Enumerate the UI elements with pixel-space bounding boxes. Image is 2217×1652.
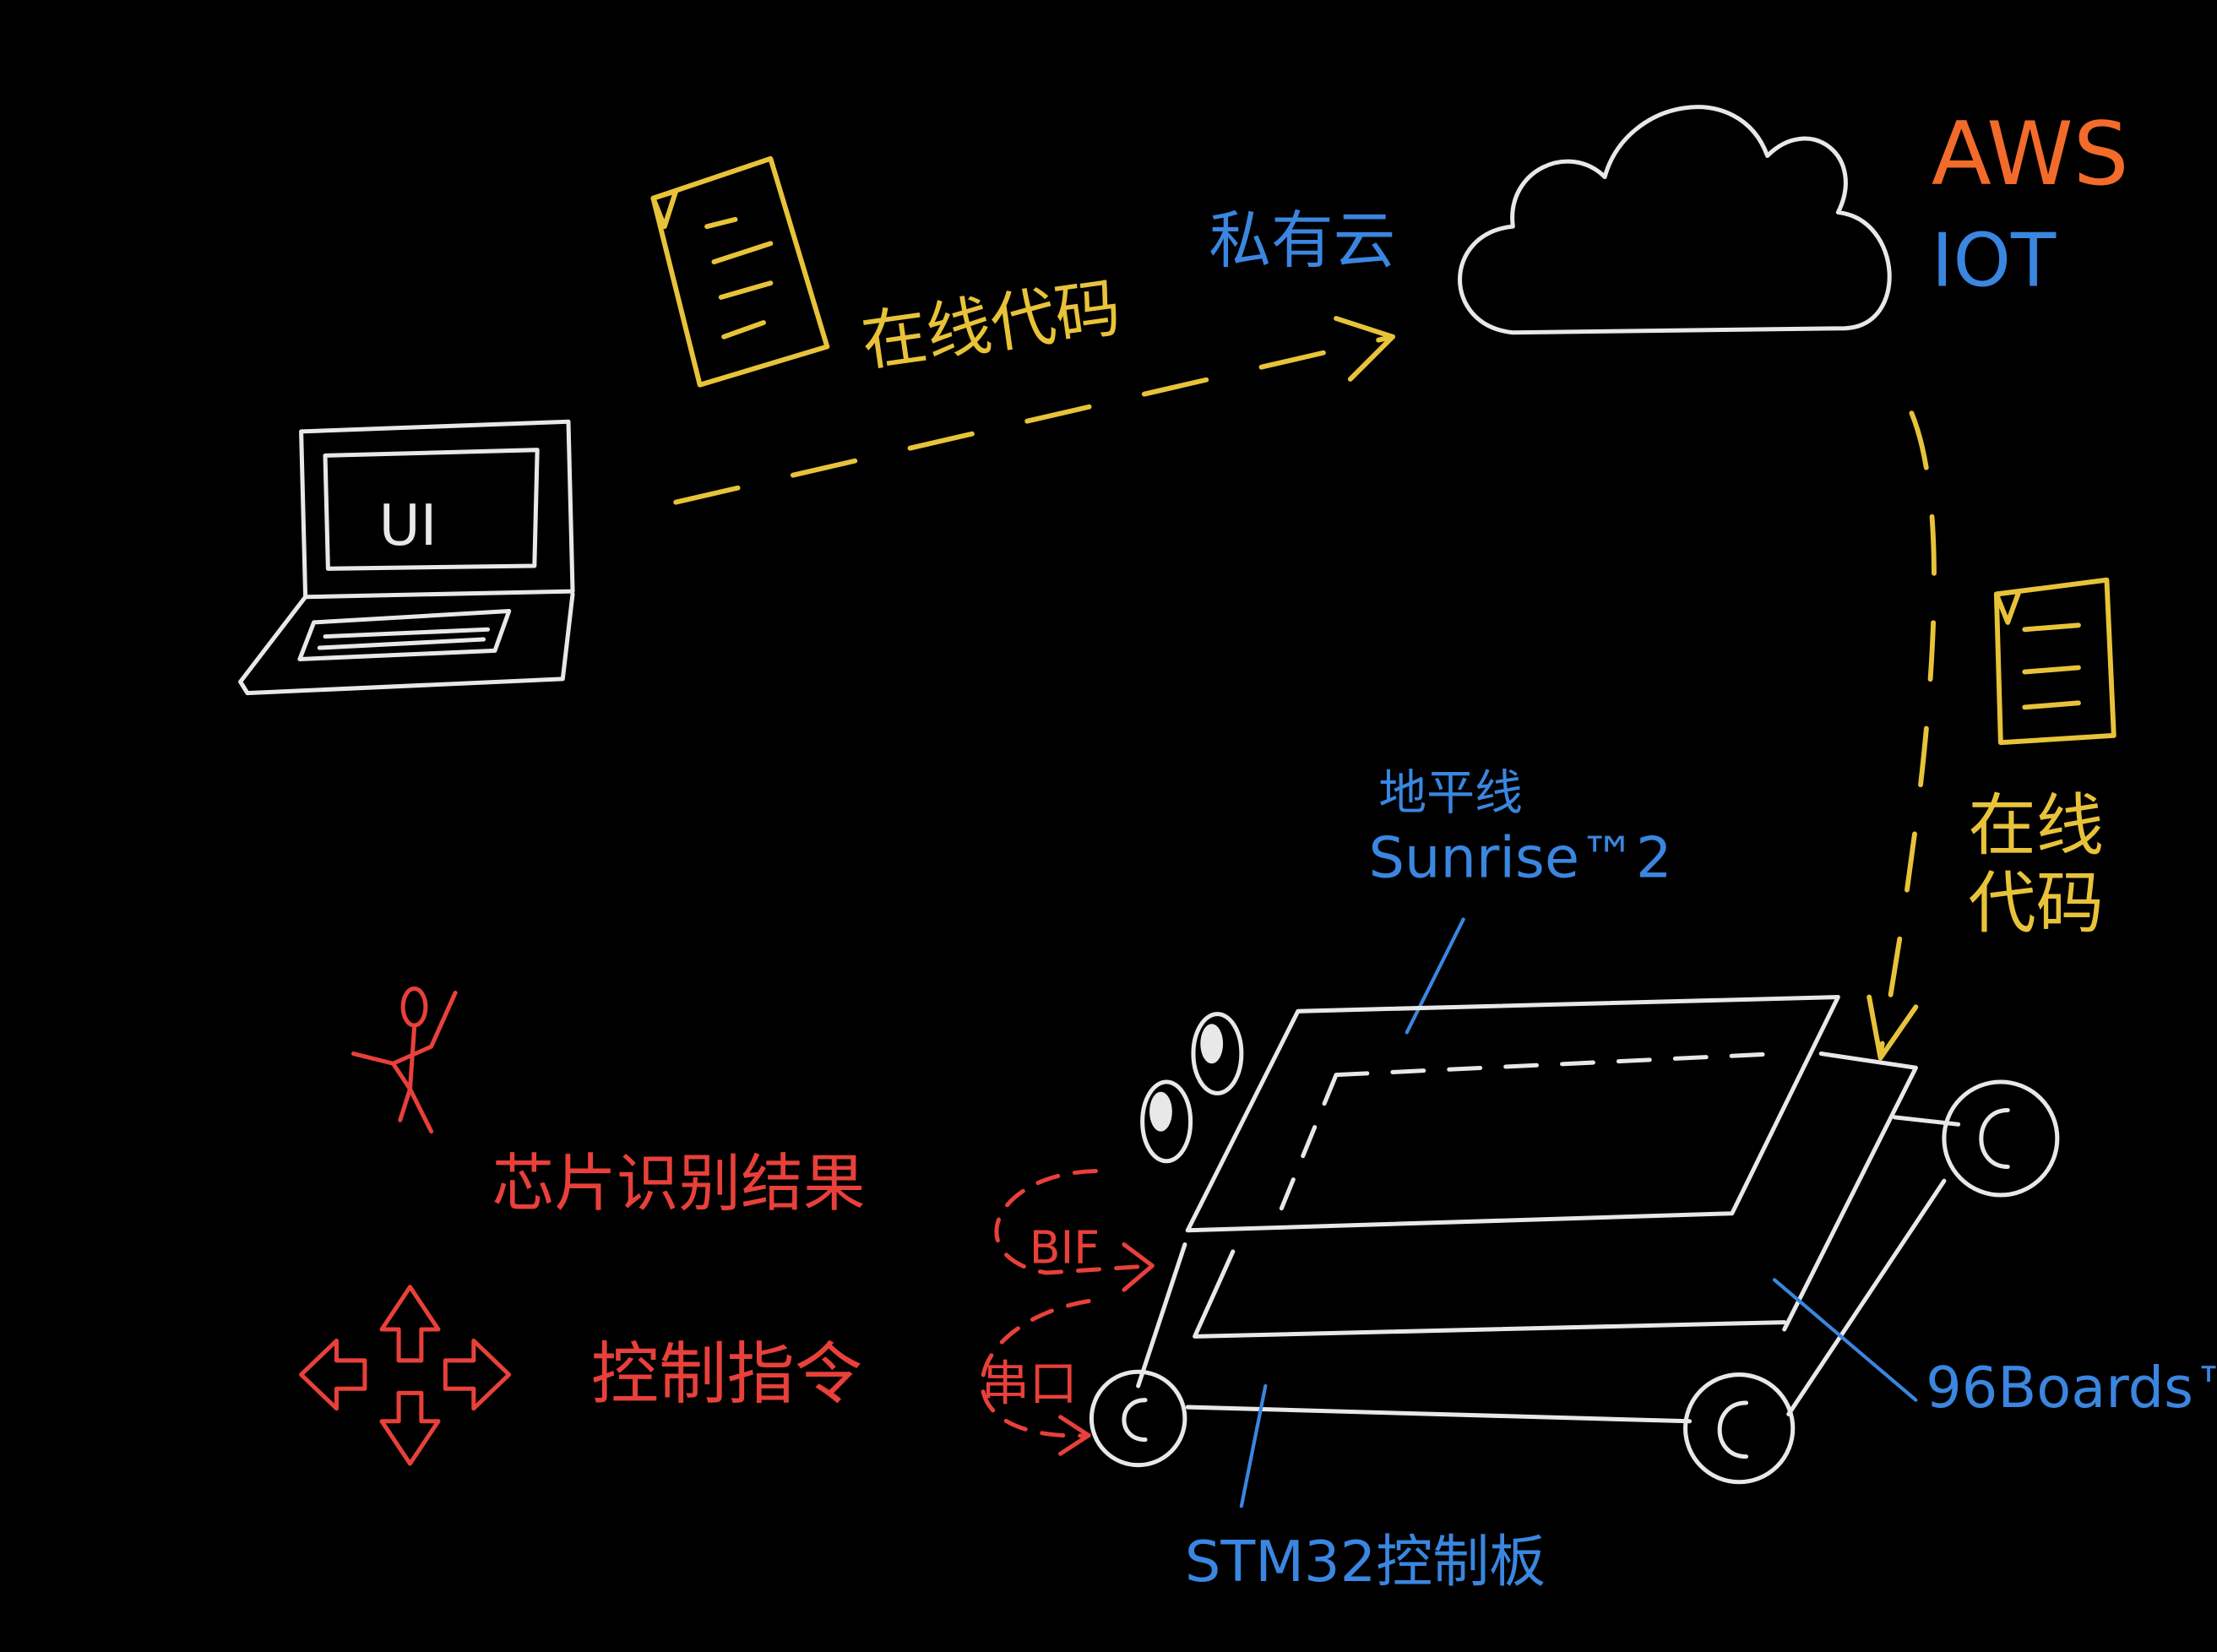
stm32-label: STM32控制板 — [1185, 1529, 1546, 1595]
96boards-label: 96Boards™ — [1926, 1355, 2217, 1421]
laptop-icon: UI — [238, 419, 575, 696]
aws-label: AWS — [1932, 104, 2129, 205]
control-command-label: 控制指令 — [591, 1334, 862, 1413]
arrowhead-icon — [1334, 316, 1395, 382]
dashed-arrow-laptop-to-cloud — [673, 334, 1395, 505]
online-code-label-right-2: 代码 — [1968, 863, 2104, 943]
horizon-label: 地平线 — [1378, 765, 1523, 821]
direction-arrows-icon — [299, 1285, 512, 1466]
chip-result-label: 芯片识别结果 — [492, 1149, 866, 1220]
cloud-icon — [1458, 105, 1892, 335]
private-cloud-label: 私有云 — [1209, 205, 1395, 277]
person-icon — [351, 986, 458, 1134]
code-document-icon — [1993, 577, 2116, 746]
robot-car-icon — [1089, 995, 2060, 1485]
laptop-screen-label: UI — [379, 492, 437, 558]
sunrise-leader-line — [1405, 917, 1465, 1035]
sunrise-label: Sunrise™2 — [1369, 824, 1672, 890]
arrowhead-icon — [1867, 994, 1919, 1061]
iot-label: IOT — [1932, 217, 2057, 303]
96boards-leader-line — [1772, 1278, 1918, 1402]
dashed-arrow-cloud-to-board — [1877, 410, 1937, 1057]
bif-dashed-arrow — [994, 1168, 1155, 1275]
online-code-label-right-1: 在线 — [1968, 785, 2104, 865]
serial-dashed-arrow — [980, 1298, 1091, 1438]
online-code-label-top: 在线代码 — [857, 270, 1125, 381]
stm32-leader-line — [1239, 1383, 1268, 1508]
bif-label: BIF — [1030, 1220, 1100, 1274]
code-document-icon — [650, 155, 830, 388]
serial-label: 串口 — [981, 1356, 1078, 1412]
